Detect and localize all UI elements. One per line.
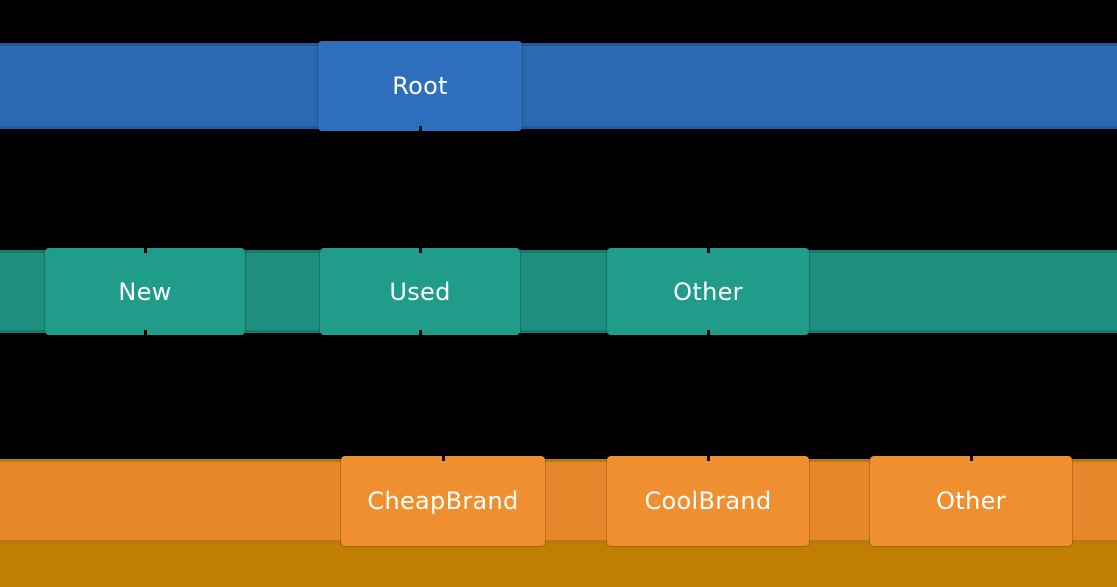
connector-notch-top bbox=[706, 456, 710, 461]
tree-node-level-2-new: New bbox=[44, 247, 246, 336]
node-label: Other bbox=[936, 487, 1006, 515]
node-label: New bbox=[118, 277, 172, 306]
connector-notch-bottom bbox=[418, 330, 422, 335]
node-label: Root bbox=[392, 72, 448, 100]
node-label: Other bbox=[673, 277, 743, 306]
tree-node-level-2-other: Other bbox=[606, 247, 810, 336]
node-label: Used bbox=[389, 277, 451, 306]
level-band-level-1 bbox=[0, 43, 1117, 129]
leaf-band bbox=[0, 543, 1117, 587]
node-label: CoolBrand bbox=[644, 487, 772, 515]
connector-notch-top bbox=[418, 248, 422, 253]
connector-notch-bottom bbox=[143, 330, 147, 335]
tree-node-level-1-root: Root bbox=[317, 40, 523, 132]
tree-node-level-3-other: Other bbox=[869, 455, 1073, 547]
connector-notch-top bbox=[706, 248, 710, 253]
connector-notch-top bbox=[441, 456, 445, 461]
connector-notch-top bbox=[969, 456, 973, 461]
tree-node-level-3-cheapbrand: CheapBrand bbox=[340, 455, 546, 547]
connector-notch-top bbox=[143, 248, 147, 253]
connector-notch-bottom bbox=[418, 126, 422, 131]
node-label: CheapBrand bbox=[367, 487, 519, 515]
tree-node-level-3-coolbrand: CoolBrand bbox=[606, 455, 810, 547]
tree-node-level-2-used: Used bbox=[319, 247, 521, 336]
connector-notch-bottom bbox=[706, 330, 710, 335]
